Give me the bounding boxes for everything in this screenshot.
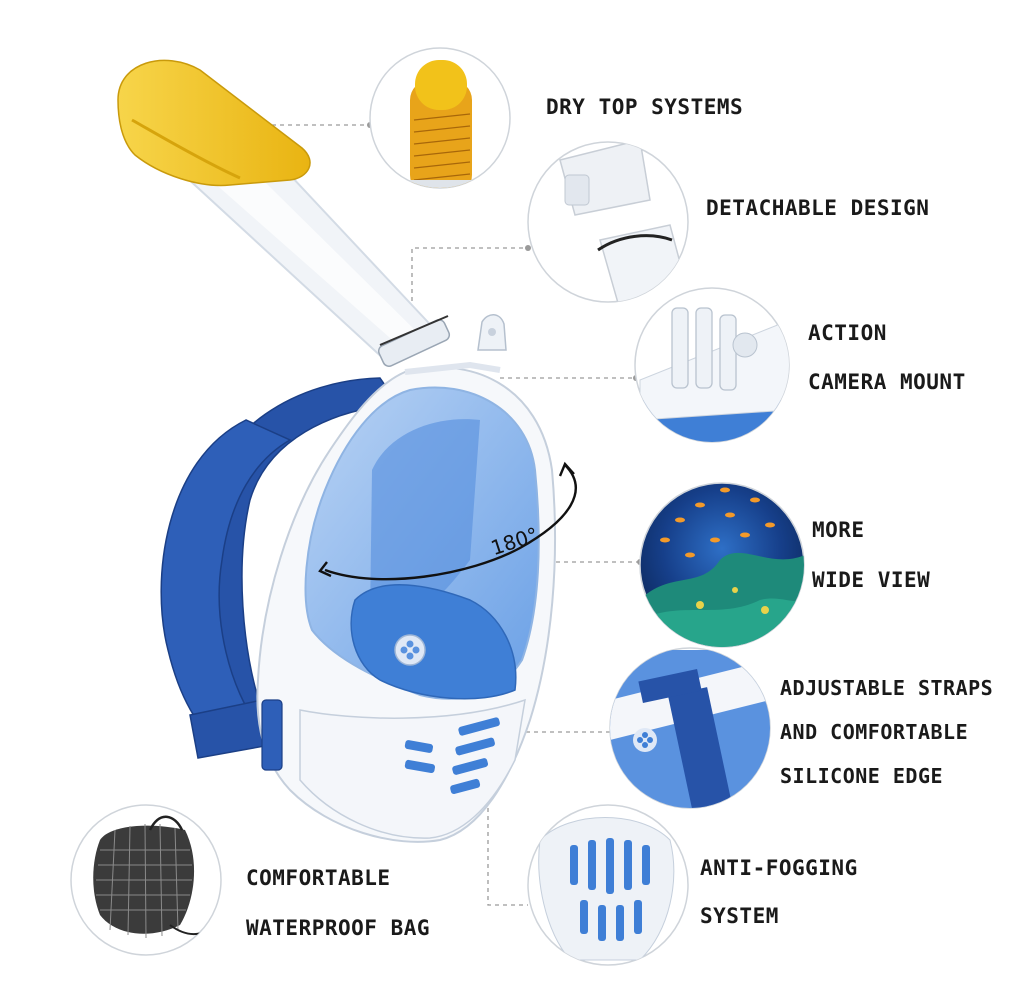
- chin-vents: [404, 717, 500, 795]
- label-adjustable-straps: ADJUSTABLE STRAPS: [780, 676, 994, 700]
- full-face-mask: [256, 314, 557, 843]
- head-strap: [160, 377, 400, 759]
- label-anti-fogging: ANTI-FOGGING: [700, 856, 858, 880]
- strap-buckle-left: [261, 699, 283, 771]
- detail-waterproof-bag: [70, 804, 222, 956]
- snorkel-tube: [117, 59, 451, 367]
- label-more: MORE: [812, 518, 865, 542]
- label-system: SYSTEM: [700, 904, 779, 928]
- camera-mount-on-mask: [477, 314, 507, 351]
- callout-line-anti-fog: [487, 800, 528, 906]
- snorkel-yellow-cap: [117, 59, 311, 187]
- label-comfortable: COMFORTABLE: [246, 866, 391, 890]
- mask-nose-cup: [350, 584, 517, 700]
- label-waterproof-bag: WATERPROOF BAG: [246, 916, 431, 940]
- label-dry-top-systems: DRY TOP SYSTEMS: [546, 95, 744, 119]
- detail-wide-view: [639, 482, 805, 648]
- strap-detail-valve-icon: [633, 728, 657, 752]
- valve-icon: [394, 634, 426, 666]
- label-action: ACTION: [808, 321, 887, 345]
- label-camera-mount: CAMERA MOUNT: [808, 370, 966, 394]
- detail-straps: [609, 647, 771, 809]
- detail-anti-fog: [527, 804, 689, 966]
- label-silicone-edge: SILICONE EDGE: [780, 764, 944, 788]
- detail-camera-mount: [634, 287, 790, 443]
- label-and-comfortable: AND COMFORTABLE: [780, 720, 969, 744]
- callout-line-detachable: [411, 247, 528, 325]
- label-wide-view: WIDE VIEW: [812, 568, 931, 592]
- detail-detachable: [527, 141, 689, 303]
- detail-dry-top: [369, 47, 511, 189]
- view-angle-indicator: 180°: [318, 461, 577, 581]
- label-detachable-design: DETACHABLE DESIGN: [706, 196, 930, 220]
